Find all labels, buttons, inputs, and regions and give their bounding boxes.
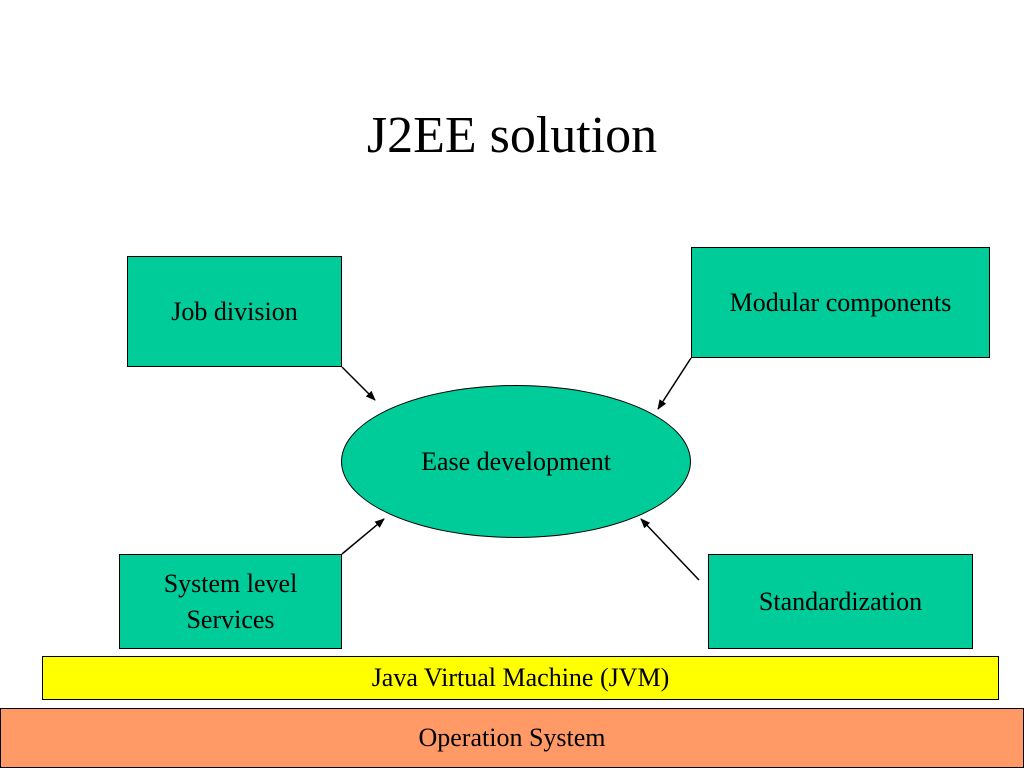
job-division-box: Job division (127, 256, 342, 367)
ease-development-label: Ease development (421, 446, 611, 476)
jvm-layer: Java Virtual Machine (JVM) (42, 656, 999, 700)
modular-components-label: Modular components (729, 287, 952, 317)
jvm-layer-label: Java Virtual Machine (JVM) (371, 663, 670, 692)
arrow-standardization (640, 518, 700, 581)
standardization-box: Standardization (708, 554, 973, 649)
standardization-label: Standardization (758, 586, 923, 616)
modular-components-box: Modular components (691, 247, 990, 358)
system-level-services-box: System level Services (119, 554, 342, 649)
slide-title: J2EE solution (366, 107, 658, 164)
system-level-services-label: System level Services (163, 568, 298, 634)
os-layer-label: Operation System (418, 723, 606, 752)
arrow-modular-components (657, 357, 692, 410)
job-division-label: Job division (171, 296, 298, 326)
os-layer: Operation System (0, 708, 1024, 768)
arrow-system-level-services (341, 518, 385, 555)
ease-development-ellipse: Ease development (341, 385, 691, 538)
arrow-job-division (341, 366, 376, 401)
